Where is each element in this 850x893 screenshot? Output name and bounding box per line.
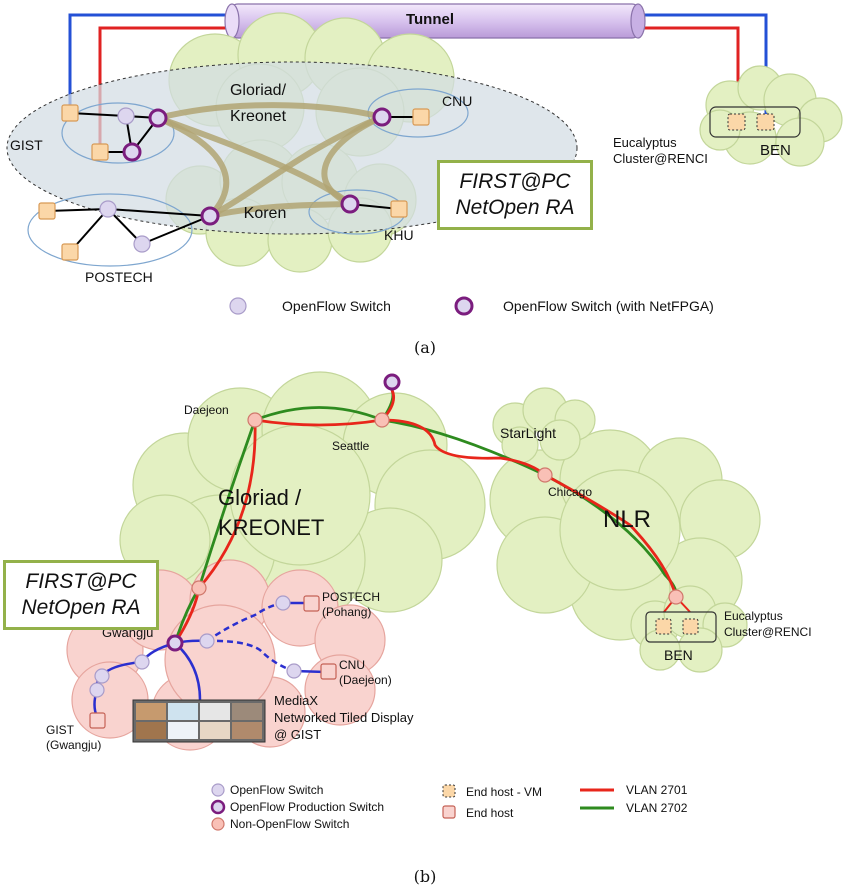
site-label-ben: BEN <box>760 142 791 159</box>
mediax-label-2: Networked Tiled Display <box>274 710 414 725</box>
ben-vm-host-b-2 <box>682 618 699 635</box>
eucalyptus-label-1: Eucalyptus <box>613 135 677 150</box>
city-label-seattle: Seattle <box>332 439 370 453</box>
cloud-label-gloriad: Gloriad/ <box>230 82 287 99</box>
openflow-switches-b <box>89 595 302 698</box>
first-pc-box-b-line1: FIRST@PC <box>25 570 137 593</box>
postech-host <box>303 595 320 612</box>
backbone-links <box>156 102 384 219</box>
caption-b: (b) <box>414 867 437 886</box>
postech-host-2 <box>61 243 79 261</box>
legend-openflow-switch-icon <box>229 297 247 315</box>
first-pc-box-b: FIRST@PC NetOpen RA <box>3 560 159 630</box>
site-label-postech: POSTECH <box>85 269 153 285</box>
first-pc-box-a: FIRST@PC NetOpen RA <box>437 160 593 230</box>
gist-host-2 <box>91 143 109 161</box>
eucalyptus-label-2: Cluster@RENCI <box>613 151 708 166</box>
legend-netfpga-switch-icon <box>454 296 474 316</box>
legend-b-end-host-icon <box>442 805 456 819</box>
site-label-cnu-b-2: (Daejeon) <box>339 673 392 687</box>
openflow-switches <box>99 107 151 253</box>
legend-b-end-host-vm-icon <box>442 784 456 798</box>
site-label-gist-b-1: GIST <box>46 723 75 737</box>
cnu-host <box>412 108 430 126</box>
site-label-ben-b: BEN <box>664 647 693 663</box>
legend-b-end-host-label: End host <box>466 806 514 820</box>
legend-b-production-switch-label: OpenFlow Production Switch <box>230 800 384 814</box>
legend-b-non-openflow-switch-icon <box>211 817 225 831</box>
panel-b: Daejeon Seattle StarLight Chicago Gwangj… <box>46 371 812 886</box>
legend-b-openflow-switch-icon <box>211 783 225 797</box>
legend-b-end-host-vm-label: End host - VM <box>466 785 542 799</box>
mediax-label-3: @ GIST <box>274 727 321 742</box>
ben-vm-host-2 <box>756 113 775 131</box>
site-label-postech-b-2: (Pohang) <box>322 605 371 619</box>
gist-host-b <box>89 712 106 729</box>
legend-b-openflow-switch-label: OpenFlow Switch <box>230 783 323 797</box>
host-nodes <box>38 104 430 261</box>
korean-dashed-links <box>206 601 295 673</box>
legend-b-non-openflow-switch-label: Non-OpenFlow Switch <box>230 817 349 831</box>
ben-vm-host-1 <box>727 113 746 131</box>
eucalyptus-label-b-1: Eucalyptus <box>724 609 783 623</box>
end-hosts-b <box>89 595 337 729</box>
cloud-label-nlr: NLR <box>603 506 651 533</box>
eucalyptus-label-b-2: Cluster@RENCI <box>724 625 812 639</box>
site-label-gist: GIST <box>10 137 43 153</box>
site-label-khu: KHU <box>384 227 414 243</box>
gist-host-1 <box>61 104 79 122</box>
cnu-host-b <box>320 663 337 680</box>
site-ellipses <box>27 88 469 267</box>
tunnel-label: Tunnel <box>406 11 454 28</box>
first-pc-box-b-line2: NetOpen RA <box>21 596 141 619</box>
site-label-gist-b-2: (Gwangju) <box>46 738 101 752</box>
site-label-cnu-b-1: CNU <box>339 658 365 672</box>
mediax-tiled-display <box>132 699 266 743</box>
legend-b-vlan-2702-label: VLAN 2702 <box>626 801 688 815</box>
legend-openflow-switch-label: OpenFlow Switch <box>282 298 391 314</box>
legend-b-production-switch-icon <box>210 799 226 815</box>
production-switches-b <box>166 373 401 652</box>
caption-a: (a) <box>414 338 436 357</box>
panel-a: Tunnel <box>6 3 843 357</box>
cloud-label-koren: Koren <box>244 205 287 222</box>
green-cloud-starlight <box>492 387 596 464</box>
khu-host <box>390 200 408 218</box>
first-pc-box-a-line1: FIRST@PC <box>459 170 571 193</box>
non-openflow-switches <box>191 412 684 605</box>
city-label-daejeon: Daejeon <box>184 403 229 417</box>
vlan-2701-path <box>173 389 678 644</box>
mediax-label-1: MediaX <box>274 693 318 708</box>
ben-cluster-box <box>709 106 801 138</box>
first-pc-box-a-line2: NetOpen RA <box>455 196 575 219</box>
legend-b-vlan-2701-label: VLAN 2701 <box>626 783 688 797</box>
site-label-postech-b-1: POSTECH <box>322 590 380 604</box>
ben-vm-host-b-1 <box>655 618 672 635</box>
city-label-chicago: Chicago <box>548 485 592 499</box>
site-label-cnu: CNU <box>442 93 472 109</box>
blue-tunnel-wire-left <box>68 13 235 110</box>
cloud-label-gloriad-b: Gloriad / <box>218 485 302 510</box>
ben-cluster-box-b <box>645 611 717 643</box>
legend-netfpga-switch-label: OpenFlow Switch (with NetFPGA) <box>503 298 714 314</box>
cloud-label-kreonet: Kreonet <box>230 108 287 125</box>
city-label-starlight: StarLight <box>500 425 556 441</box>
cloud-label-kreonet-b: KREONET <box>218 515 324 540</box>
postech-host-1 <box>38 202 56 220</box>
region-ellipse <box>6 61 578 235</box>
netfpga-switches <box>122 107 392 226</box>
